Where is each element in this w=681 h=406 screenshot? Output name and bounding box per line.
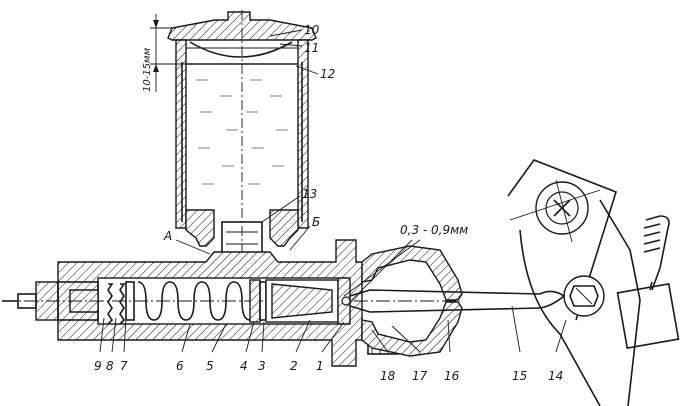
callout-labels: 10 11 12 13 А Б 0,3 - 0,9мм 9 8 7 6 5 4 … [94,23,563,383]
callout-5: 5 [206,359,214,373]
callout-18: 18 [380,369,396,383]
dimension-marker: 10-15мм [142,14,186,92]
leader-lines [99,29,567,353]
callout-1: 1 [316,359,324,373]
callout-9: 9 [94,359,102,373]
callout-8: 8 [106,359,114,373]
pedal-lever [507,159,641,406]
callout-12: 12 [320,67,335,81]
label-a: А [163,229,172,243]
dust-boot [361,245,463,357]
callout-7: 7 [120,359,128,373]
clearance-label: 0,3 - 0,9мм [400,223,468,237]
callout-15: 15 [512,369,527,383]
callout-4: 4 [240,359,248,373]
callout-10: 10 [304,23,320,37]
callout-6: 6 [176,359,184,373]
callout-17: 17 [412,369,428,383]
callout-2: 2 [290,359,298,373]
dimension-label: 10-15мм [142,47,153,92]
callout-11: 11 [304,41,319,55]
reservoir [167,10,317,270]
cylinder-body [2,239,460,367]
piston [265,279,339,323]
callout-13: 13 [302,187,317,201]
callout-3: 3 [258,359,266,373]
callout-14: 14 [548,369,563,383]
switch-spring [616,215,680,350]
label-b: Б [312,215,320,229]
push-rod [349,289,541,313]
callout-16: 16 [444,369,460,383]
return-spring [137,281,251,321]
